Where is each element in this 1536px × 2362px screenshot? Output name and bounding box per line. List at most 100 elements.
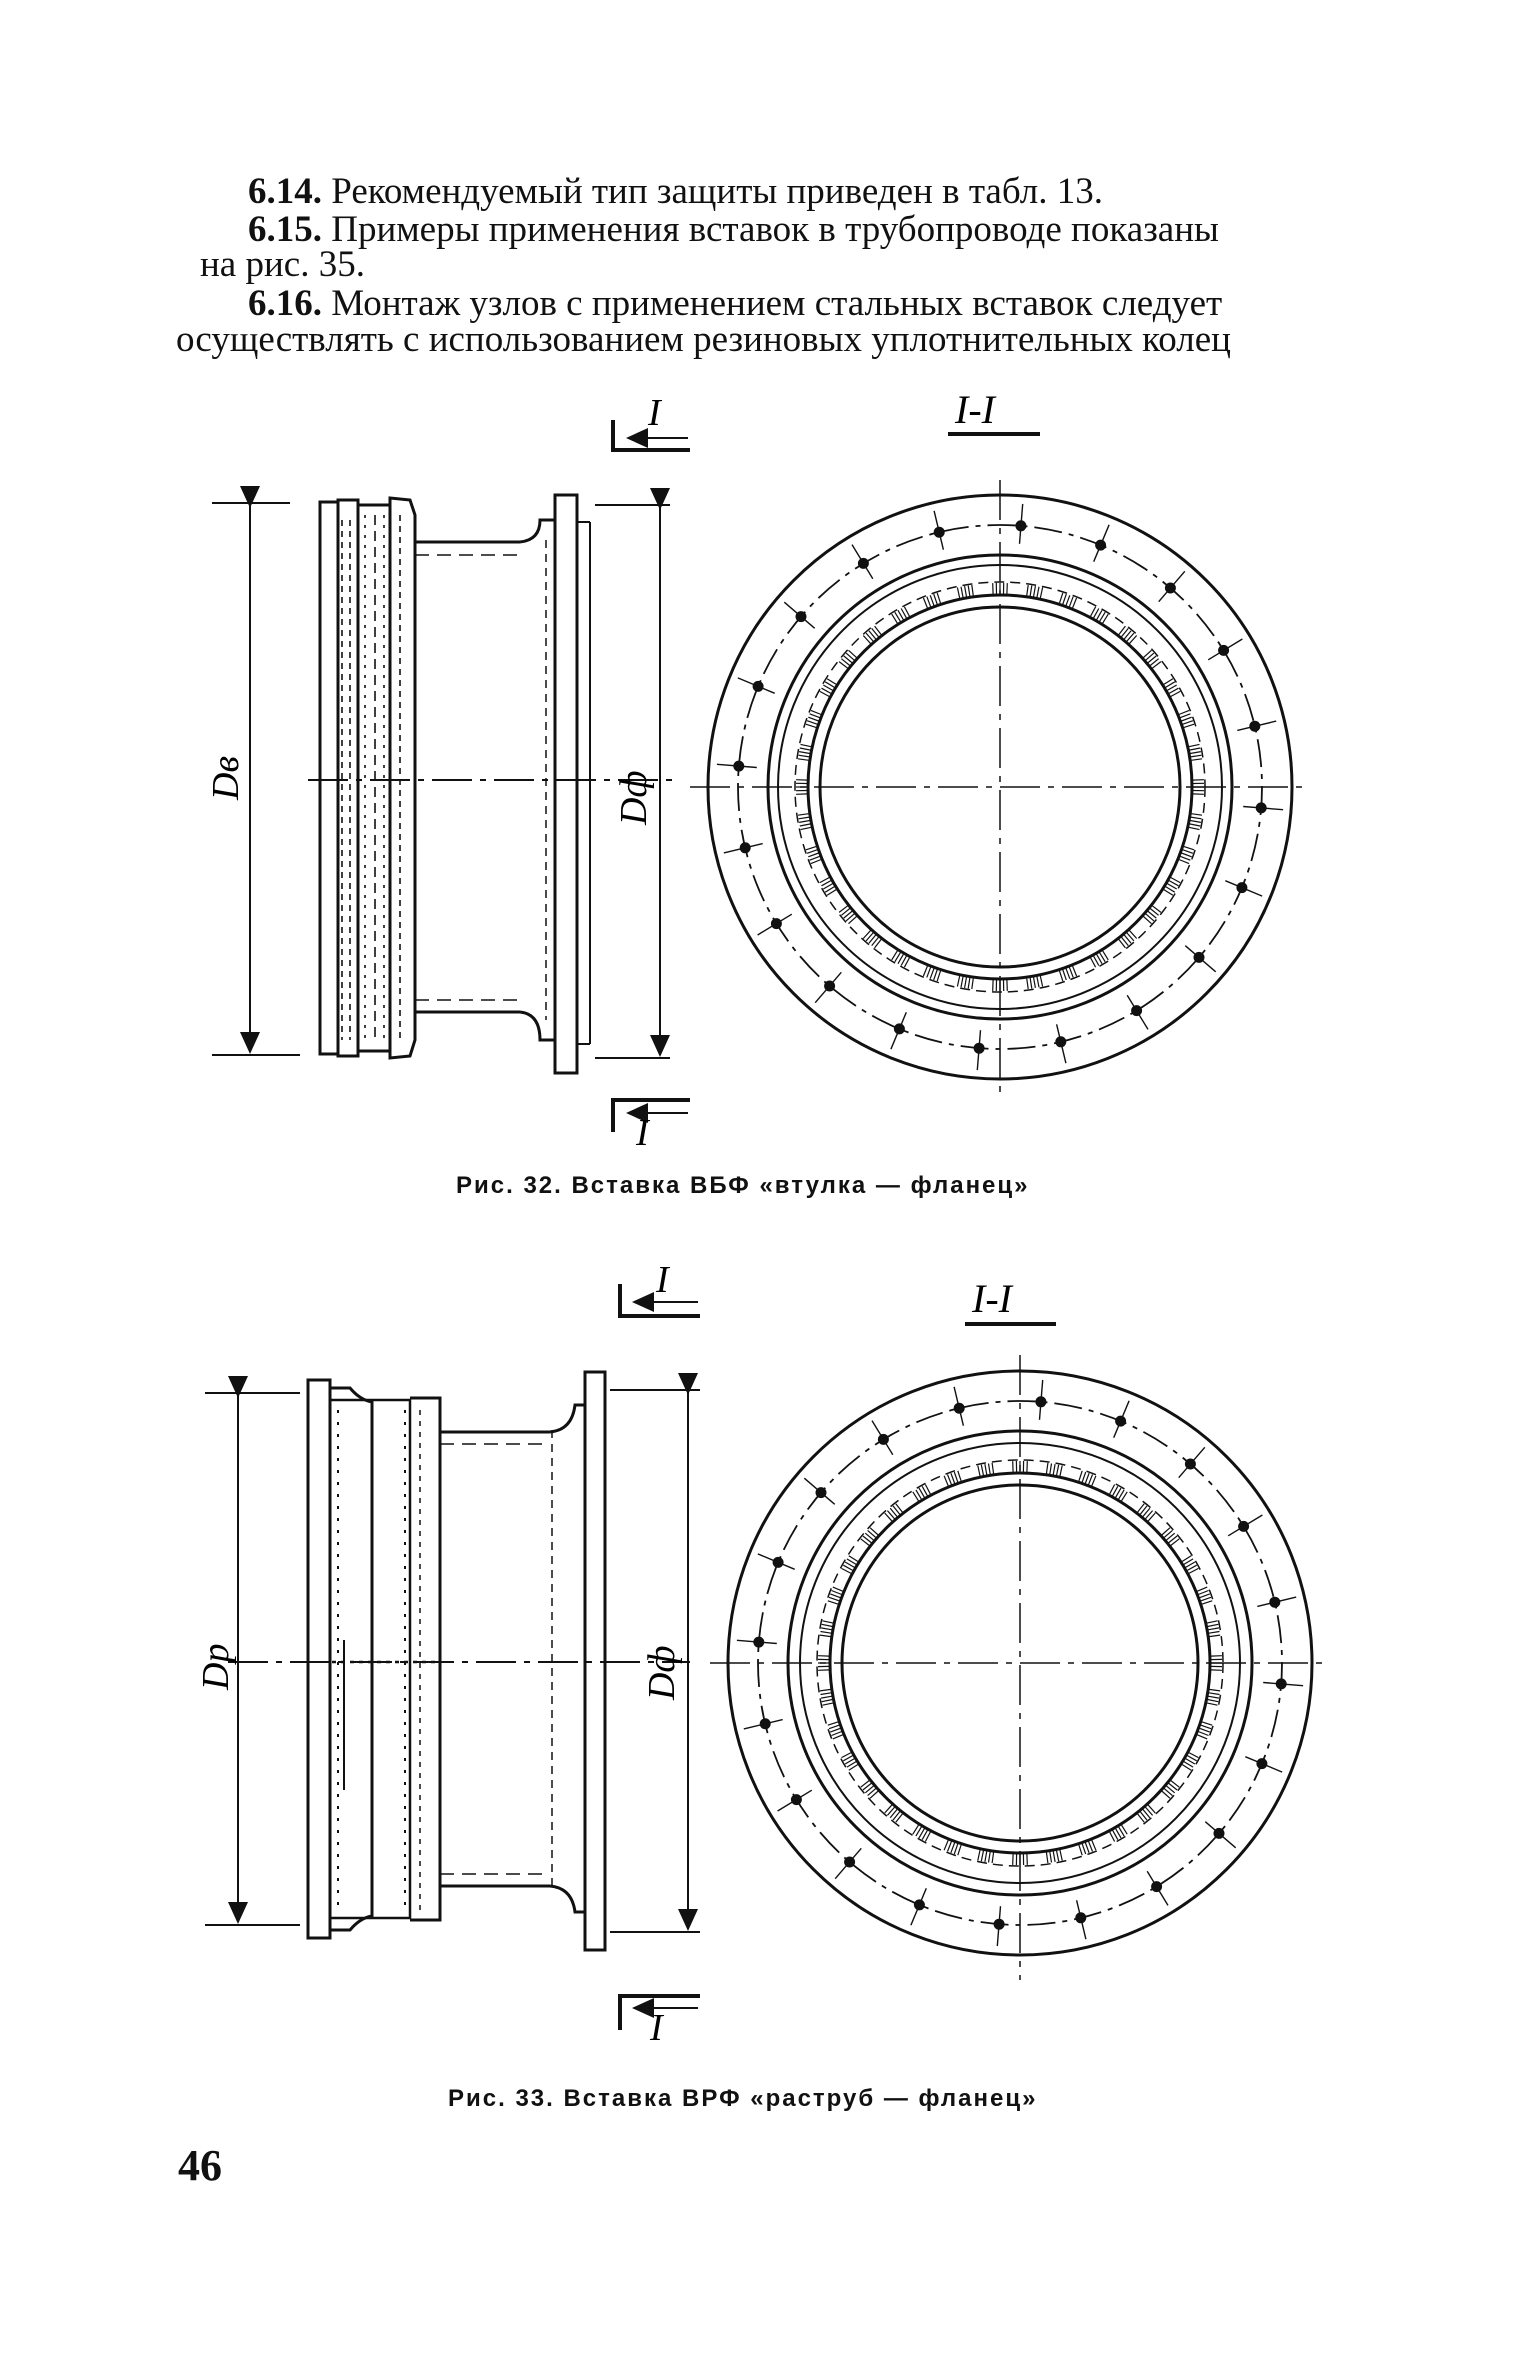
thread-hatch: [809, 855, 821, 861]
thread-hatch: [1163, 1529, 1173, 1539]
dim-label-left: Dр: [195, 1644, 237, 1691]
bolt-axis: [1263, 1681, 1304, 1687]
thread-hatch: [808, 716, 819, 722]
thread-hatch: [953, 1843, 959, 1855]
thread-hatch: [820, 1630, 832, 1634]
thread-hatch: [1098, 611, 1106, 622]
thread-hatch: [848, 915, 858, 925]
thread-hatch: [1142, 1507, 1151, 1518]
bolt-axis: [783, 601, 816, 629]
thread-hatch: [884, 1512, 893, 1522]
thread-hatch: [1190, 754, 1202, 758]
thread-hatch: [865, 632, 874, 642]
bolt-axis: [743, 1718, 783, 1730]
thread-hatch: [831, 1589, 842, 1596]
thread-hatch: [1189, 823, 1201, 827]
thread-hatch: [1170, 876, 1181, 884]
thread-hatch: [799, 823, 811, 827]
thread-hatch: [1207, 1695, 1220, 1699]
thread-hatch: [843, 1754, 854, 1762]
bolt-axis: [933, 510, 945, 550]
thread-hatch: [1178, 858, 1190, 865]
bolt-axis: [757, 1553, 795, 1570]
thread-hatch: [1189, 751, 1202, 755]
thread-hatch: [980, 1464, 985, 1476]
thread-hatch: [1089, 606, 1097, 617]
thread-hatch: [798, 754, 810, 758]
thread-hatch: [797, 758, 809, 761]
figure-33-side-view: [205, 1284, 700, 2030]
thread-hatch: [946, 1841, 953, 1852]
thread-hatch: [867, 1529, 877, 1539]
bolt-axis: [1018, 503, 1024, 544]
thread-hatch: [1207, 1698, 1219, 1703]
thread-hatch: [819, 1688, 831, 1692]
thread-hatch: [929, 595, 935, 606]
thread-hatch: [1168, 1535, 1178, 1544]
bolt-axis: [1207, 638, 1243, 661]
thread-hatch: [1168, 687, 1179, 695]
thread-hatch: [933, 593, 938, 605]
paragraph-number: 6.14.: [248, 171, 322, 212]
thread-hatch: [841, 907, 851, 916]
thread-hatch: [950, 1842, 956, 1854]
thread-hatch: [1181, 1763, 1192, 1771]
thread-hatch: [991, 1852, 995, 1864]
thread-hatch: [1147, 1804, 1156, 1814]
thread-hatch: [1185, 1561, 1196, 1569]
thread-hatch: [977, 1849, 981, 1861]
thread-hatch: [926, 596, 932, 608]
thread-hatch: [936, 970, 942, 982]
thread-hatch: [1166, 684, 1177, 692]
thread-hatch: [1163, 888, 1174, 896]
thread-hatch: [821, 879, 832, 887]
thread-hatch: [1182, 720, 1194, 725]
thread-hatch: [1039, 587, 1044, 599]
thread-hatch: [1081, 1843, 1087, 1855]
thread-hatch: [1170, 690, 1181, 698]
bolt-axis: [1225, 880, 1263, 897]
thread-hatch: [1117, 1826, 1125, 1837]
thread-hatch: [1045, 1852, 1049, 1864]
thread-hatch: [822, 1702, 834, 1706]
bolt-axis: [1243, 805, 1284, 811]
thread-hatch: [1120, 1491, 1128, 1502]
thread-hatch: [943, 1839, 949, 1851]
dim-label-left: Dв: [205, 756, 247, 801]
thread-hatch: [799, 747, 811, 751]
thread-hatch: [1126, 632, 1135, 642]
thread-hatch: [865, 932, 874, 942]
thread-hatch: [1118, 938, 1126, 949]
bolt-axis: [723, 842, 763, 854]
thread-hatch: [889, 1507, 898, 1518]
thread-hatch: [1201, 1721, 1213, 1726]
thread-hatch: [1089, 957, 1097, 968]
thread-hatch: [1196, 1734, 1208, 1740]
thread-hatch: [800, 743, 812, 748]
thread-hatch: [838, 905, 849, 913]
thread-hatch: [1178, 709, 1190, 716]
thread-hatch: [869, 1527, 879, 1536]
thread-hatch: [1095, 610, 1103, 621]
thread-hatch: [1059, 1465, 1063, 1477]
thread-hatch: [1198, 1730, 1209, 1737]
thread-hatch: [828, 1596, 840, 1602]
thread-hatch: [1190, 816, 1202, 820]
bolt-axis: [890, 1012, 907, 1050]
thread-hatch: [953, 1471, 959, 1483]
thread-hatch: [1098, 952, 1106, 963]
thread-hatch: [1168, 1782, 1178, 1791]
bolt-axis: [976, 1030, 982, 1071]
thread-hatch: [798, 751, 811, 755]
thread-hatch: [1062, 969, 1067, 981]
thread-hatch: [1181, 716, 1192, 722]
thread-hatch: [1065, 595, 1071, 606]
thread-hatch: [1120, 936, 1129, 946]
thread-hatch: [891, 950, 899, 961]
thread-hatch: [964, 976, 968, 989]
thread-hatch: [821, 687, 832, 695]
thread-hatch: [1183, 723, 1195, 729]
thread-hatch: [826, 678, 837, 686]
thread-hatch: [829, 1593, 841, 1599]
thread-hatch: [824, 885, 835, 893]
